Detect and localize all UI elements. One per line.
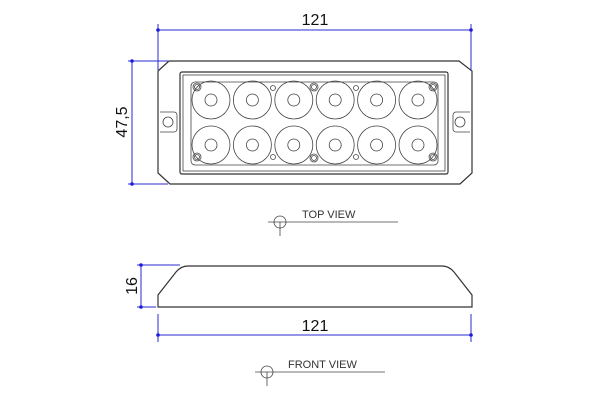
lens-frame-outer	[179, 71, 449, 175]
front-view-title: FRONT VIEW	[288, 359, 357, 371]
led-lens	[232, 125, 272, 165]
vent-hole	[270, 85, 276, 91]
led-area	[190, 81, 439, 166]
screw-hole	[428, 152, 438, 162]
led-lens	[315, 80, 355, 120]
vent-hole	[353, 154, 359, 160]
top-view: 121 47,5 TOP VIEW	[114, 12, 473, 236]
led-lens	[357, 125, 397, 165]
led-lens	[191, 125, 231, 165]
front-width-value: 121	[302, 318, 329, 335]
housing-outline	[157, 60, 473, 185]
screw-hole	[309, 82, 319, 92]
height-value: 47,5	[114, 106, 131, 137]
mount-tab-right	[452, 111, 470, 133]
housing-profile	[157, 265, 473, 308]
front-view: 16 121 FRONT VIEW	[124, 263, 473, 386]
width-dimension-top: 121	[156, 12, 473, 70]
vent-hole	[270, 154, 276, 160]
led-lens	[232, 80, 272, 120]
top-view-title: TOP VIEW	[302, 209, 356, 221]
led-lens	[191, 80, 231, 120]
led-lens	[398, 80, 438, 120]
led-lens	[274, 125, 314, 165]
width-dimension-front: 121	[156, 314, 473, 342]
vent-hole	[353, 85, 359, 91]
led-array	[191, 80, 438, 165]
led-lens	[315, 125, 355, 165]
screw-hole	[192, 152, 202, 162]
height-dimension-top: 47,5	[114, 59, 168, 186]
height-dimension-front: 16	[124, 263, 180, 309]
width-value: 121	[302, 12, 329, 29]
screw-hole	[428, 82, 438, 92]
mount-hole-right	[454, 116, 466, 128]
led-lens	[398, 125, 438, 165]
lens-frame-inner	[182, 74, 446, 172]
screw-holes	[192, 82, 438, 163]
front-view-label: FRONT VIEW	[255, 359, 385, 386]
screw-hole	[309, 153, 319, 163]
screw-hole	[192, 82, 202, 92]
led-lens	[274, 80, 314, 120]
front-height-value: 16	[124, 277, 141, 295]
led-lens	[357, 80, 397, 120]
mount-hole-left	[162, 116, 174, 128]
top-view-label: TOP VIEW	[268, 209, 398, 236]
mount-tab-left	[160, 111, 178, 133]
